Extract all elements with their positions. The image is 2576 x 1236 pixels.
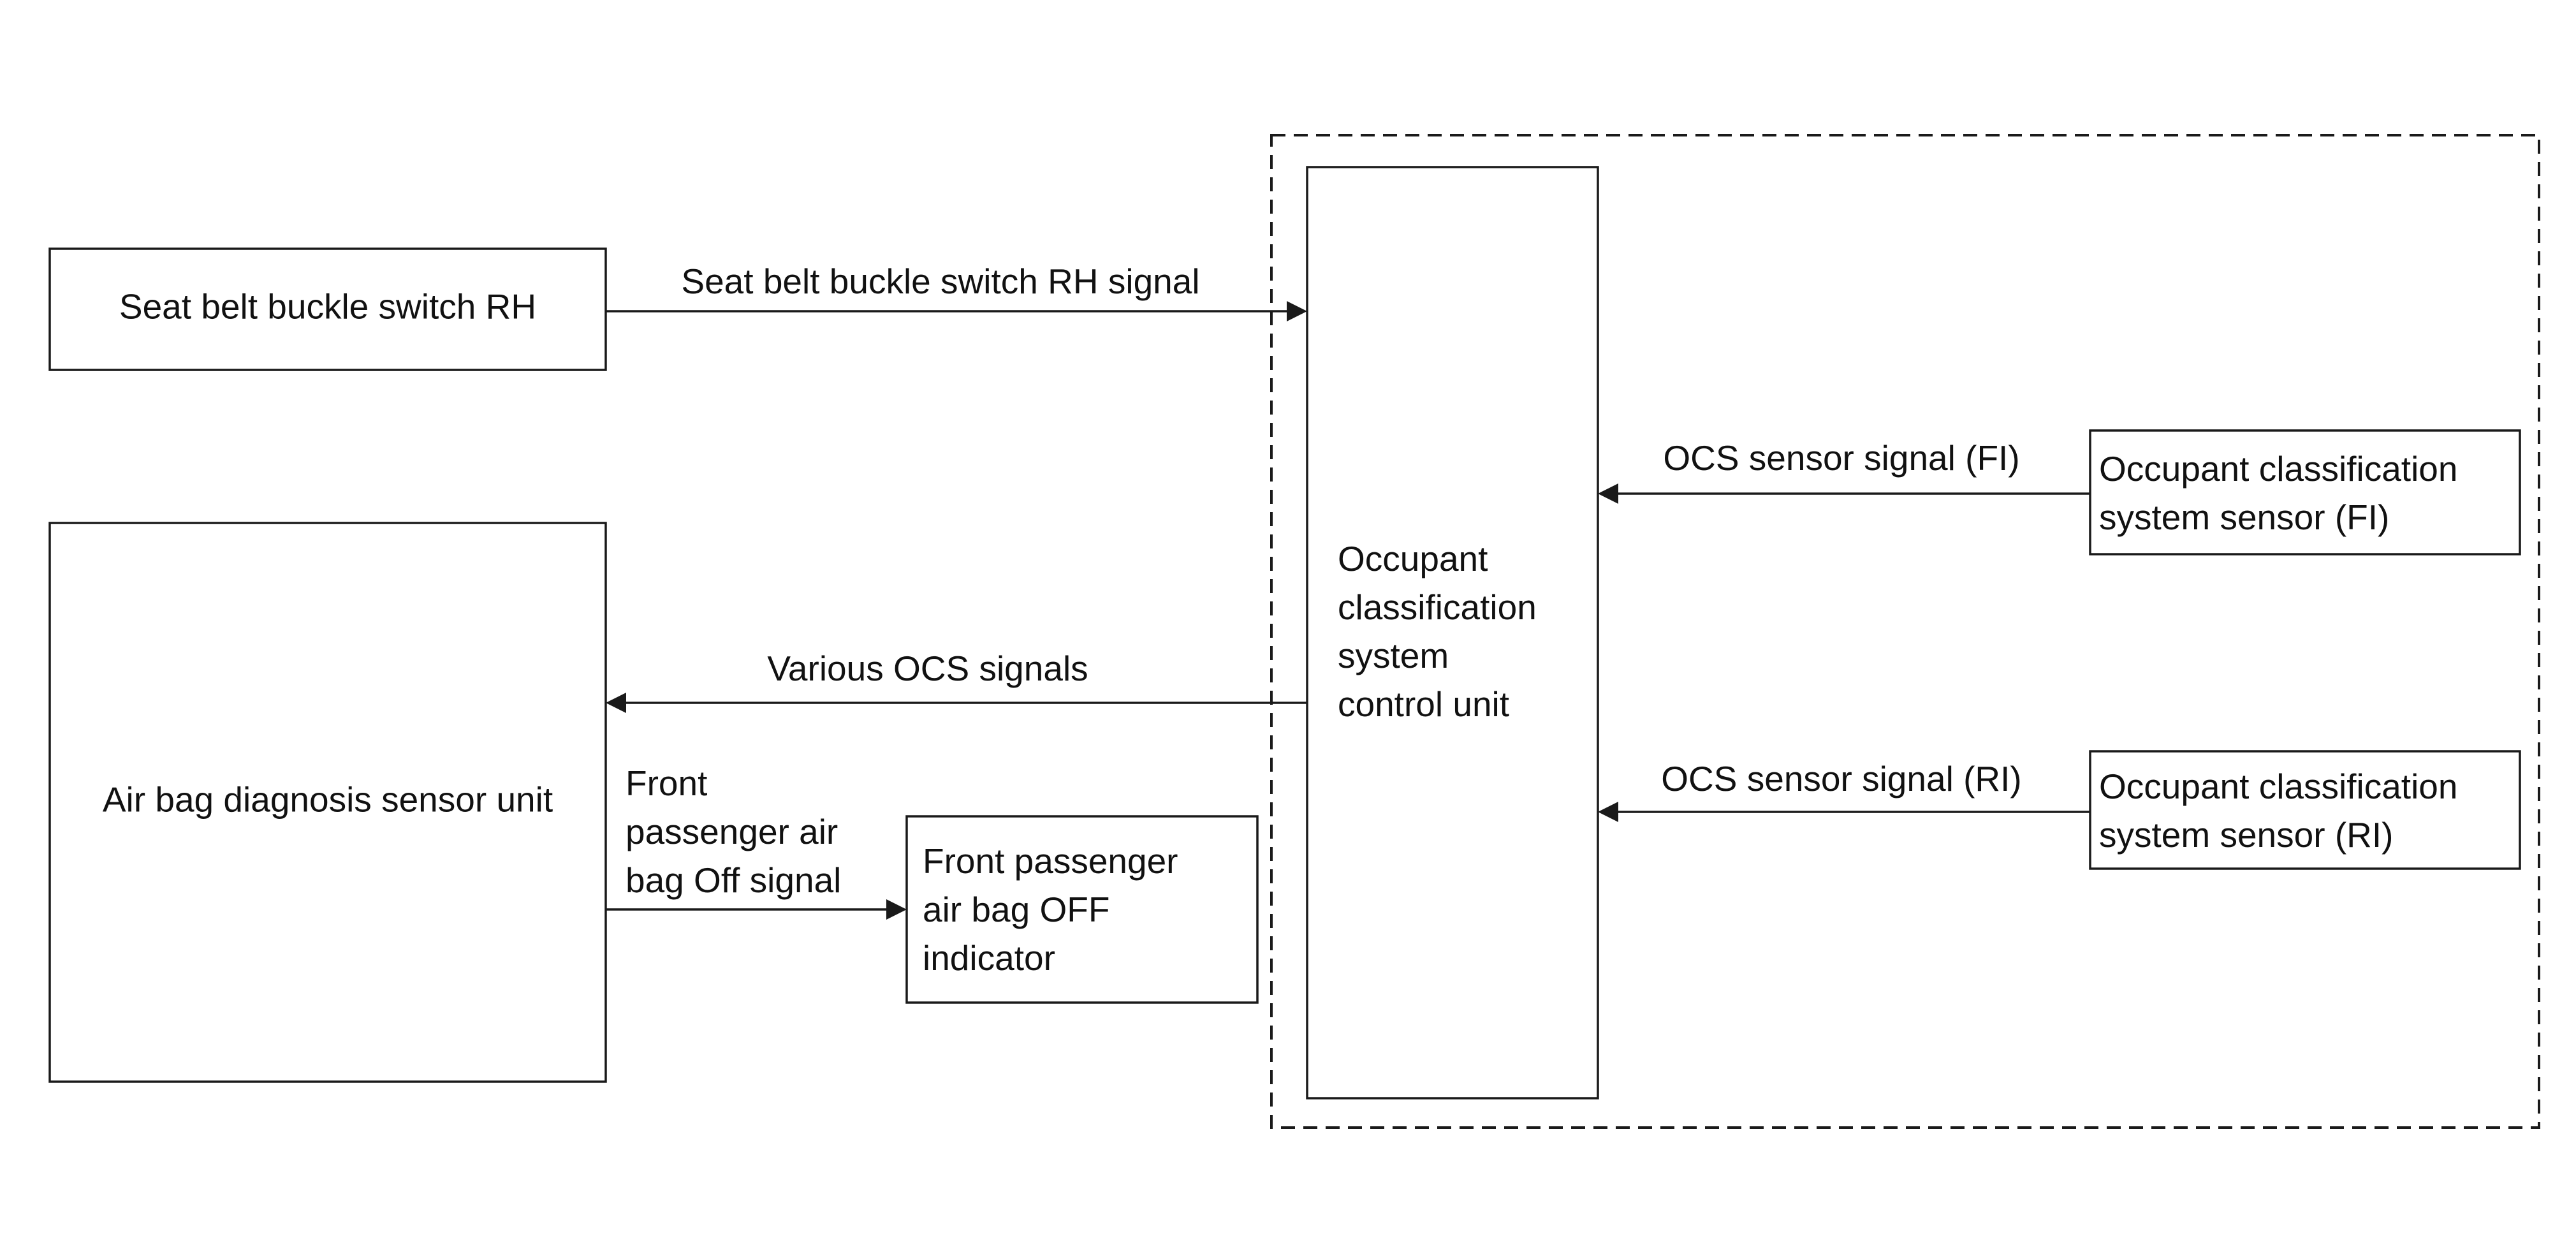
seat-belt-buckle-switch-box: Seat belt buckle switch RH	[48, 247, 607, 371]
seat-belt-buckle-switch-label: Seat belt buckle switch RH	[119, 287, 536, 327]
front-passenger-indicator-label-line2: air bag OFF	[923, 890, 1109, 929]
ocs-sensor-ri-signal-arrow: OCS sensor signal (RI)	[1598, 759, 2090, 822]
ocs-sensor-fi-box: Occupant classification system sensor (F…	[2089, 429, 2521, 555]
front-passenger-indicator-label-line3: indicator	[923, 938, 1055, 978]
ocs-sensor-ri-signal-label: OCS sensor signal (RI)	[1661, 759, 2021, 798]
front-passenger-indicator-label-line1: Front passenger	[923, 841, 1178, 881]
arrowhead-left-icon	[1598, 802, 1618, 822]
front-passenger-off-signal-arrow: Front passenger air bag Off signal	[606, 763, 907, 920]
arrowhead-right-icon	[886, 899, 907, 920]
various-ocs-signals-arrow: Various OCS signals	[606, 649, 1307, 713]
ocs-sensor-fi-signal-label: OCS sensor signal (FI)	[1663, 438, 2019, 478]
front-passenger-off-signal-label-line1: Front	[626, 763, 707, 803]
seat-belt-signal-arrow: Seat belt buckle switch RH signal	[606, 261, 1307, 321]
ocs-sensor-ri-label-line2: system sensor (RI)	[2099, 815, 2393, 855]
ocs-control-unit-label-line1: Occupant	[1338, 539, 1488, 578]
ocs-control-unit-box: Occupant classification system control u…	[1306, 166, 1599, 1100]
ocs-control-unit-label-line2: classification	[1338, 587, 1537, 627]
ocs-sensor-fi-label-line1: Occupant classification	[2099, 449, 2458, 489]
seat-belt-signal-label: Seat belt buckle switch RH signal	[681, 261, 1199, 301]
arrowhead-left-icon	[606, 693, 626, 713]
airbag-diagnosis-sensor-unit-label: Air bag diagnosis sensor unit	[103, 780, 553, 820]
ocs-control-unit-label-line3: system	[1338, 636, 1449, 675]
ocs-control-unit-label-line4: control unit	[1338, 684, 1509, 724]
front-passenger-off-signal-label-line2: passenger air	[626, 812, 838, 851]
arrowhead-left-icon	[1598, 483, 1618, 504]
airbag-diagnosis-sensor-unit-box: Air bag diagnosis sensor unit	[48, 522, 607, 1083]
front-passenger-off-signal-label-line3: bag Off signal	[626, 860, 841, 900]
ocs-subsystem-boundary	[1270, 134, 2540, 1129]
arrowhead-right-icon	[1287, 301, 1307, 321]
ocs-sensor-fi-signal-arrow: OCS sensor signal (FI)	[1598, 438, 2090, 504]
ocs-sensor-ri-box: Occupant classification system sensor (R…	[2089, 750, 2521, 870]
various-ocs-signals-label: Various OCS signals	[767, 649, 1088, 688]
front-passenger-airbag-off-indicator-box: Front passenger air bag OFF indicator	[905, 815, 1259, 1004]
ocs-sensor-ri-label-line1: Occupant classification	[2099, 767, 2458, 806]
ocs-sensor-fi-label-line2: system sensor (FI)	[2099, 497, 2389, 537]
